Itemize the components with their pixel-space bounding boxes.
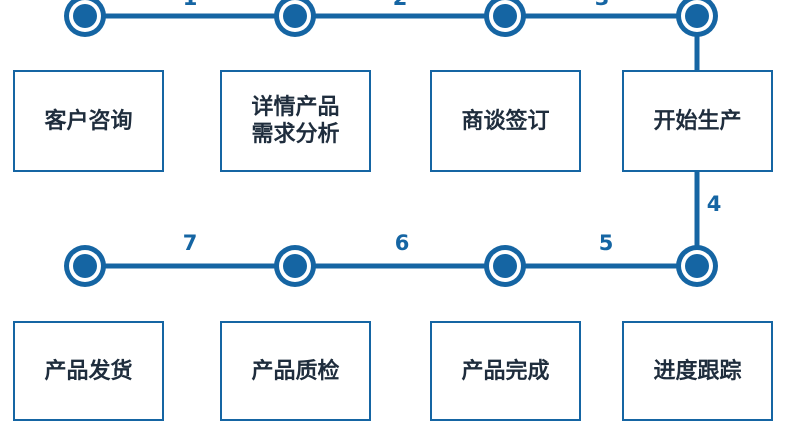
bottom-node-1 [64,245,106,287]
top-node-3 [484,0,526,37]
box-quality-inspection: 产品质检 [220,321,371,421]
top-node-4 [676,0,718,37]
step-label-6: 6 [394,231,410,255]
top-node-2 [274,0,316,37]
step-label-7: 7 [182,231,198,255]
box-customer-consultation: 客户咨询 [13,70,164,172]
box-product-shipping: 产品发货 [13,321,164,421]
box-label: 产品质检 [251,358,340,384]
box-negotiation-signing: 商谈签订 [430,70,581,172]
bottom-node-4 [676,245,718,287]
box-label: 进度跟踪 [653,358,742,384]
box-label: 产品完成 [461,358,550,384]
box-product-completion: 产品完成 [430,321,581,421]
step-label-3: 3 [595,0,610,10]
flow-diagram [64,0,718,287]
box-label: 商谈签订 [461,108,550,134]
step-label-5: 5 [598,231,614,255]
box-progress-tracking: 进度跟踪 [622,321,773,421]
top-node-1 [64,0,106,37]
bottom-node-2 [274,245,316,287]
bottom-node-3 [484,245,526,287]
step-label-1: 1 [183,0,198,10]
box-product-requirement-analysis: 详情产品 需求分析 [220,70,371,172]
step-label-4: 4 [706,192,722,216]
box-label: 产品发货 [44,358,133,384]
box-label: 客户咨询 [44,108,133,134]
box-start-production: 开始生产 [622,70,773,172]
box-label: 详情产品 需求分析 [251,95,340,147]
step-label-2: 2 [393,0,408,10]
box-label: 开始生产 [653,108,742,134]
